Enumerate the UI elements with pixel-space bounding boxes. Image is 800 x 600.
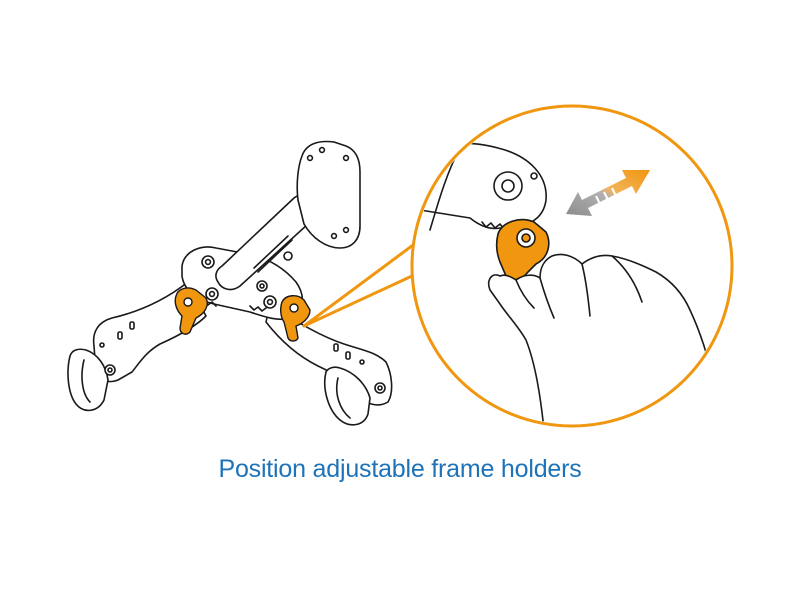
diagram-caption: Position adjustable frame holders xyxy=(218,455,582,483)
right-lever xyxy=(279,295,311,342)
zoomed-detail xyxy=(414,142,721,424)
zoomed-lever xyxy=(495,218,550,281)
device-assembly xyxy=(67,140,393,426)
right-foot xyxy=(324,366,371,426)
left-foot xyxy=(67,348,109,412)
mounting-plate xyxy=(296,140,361,249)
callout-pointer xyxy=(302,226,437,328)
double-headed-arrow-icon xyxy=(566,170,650,216)
left-lever xyxy=(174,287,208,335)
frame-holder-levers xyxy=(174,287,311,342)
